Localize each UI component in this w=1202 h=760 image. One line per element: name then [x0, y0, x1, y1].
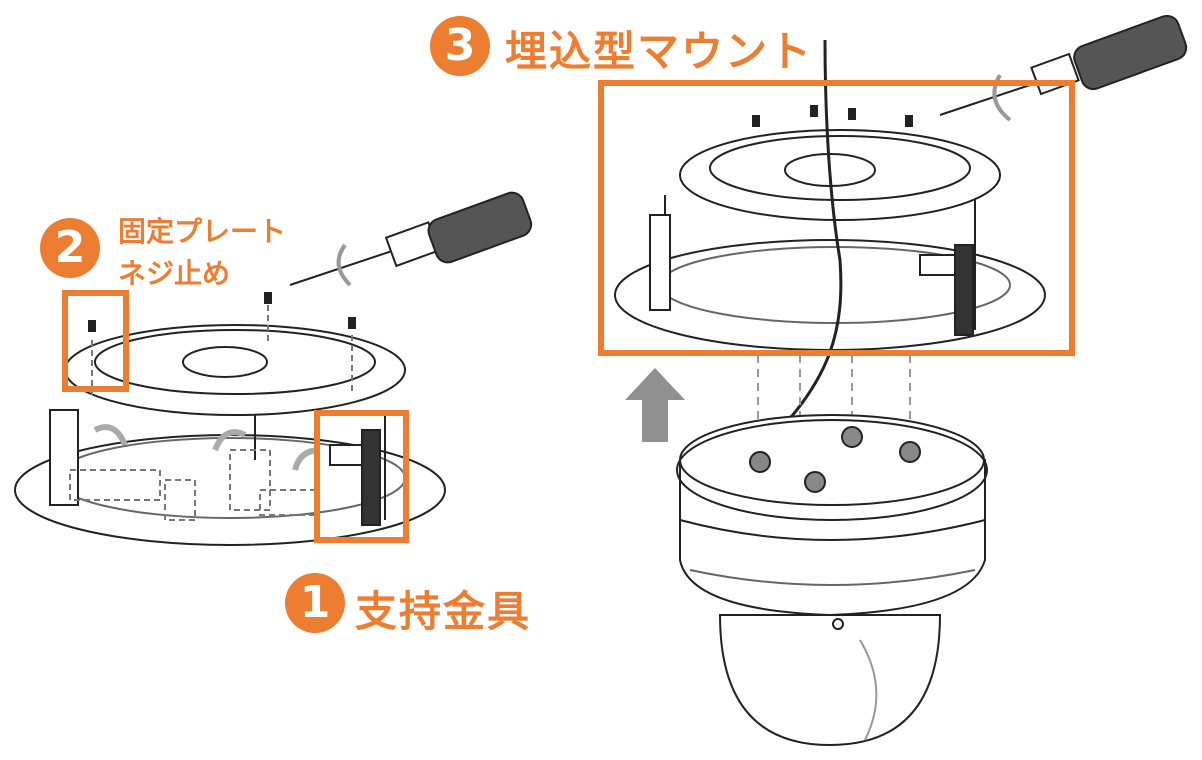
- right-recessed-mount: [614, 14, 1188, 747]
- step-2-label-line2: ネジ止め: [118, 257, 231, 290]
- left-mount-assembly: [14, 191, 533, 546]
- step-1-label: 支持金具: [355, 587, 532, 636]
- highlight-support-bracket: [314, 410, 409, 543]
- step-3-badge: 3: [430, 16, 490, 76]
- step-1-badge: 1: [285, 573, 345, 633]
- step-2-badge: 2: [40, 218, 100, 278]
- step-3-label: 埋込型マウント: [505, 27, 814, 76]
- step-2-label-line1: 固定プレート: [118, 215, 287, 248]
- up-arrow-icon: [625, 368, 685, 442]
- dome-camera: [676, 414, 988, 747]
- highlight-recessed-mount: [598, 80, 1075, 356]
- screwdriver-left: [289, 191, 533, 287]
- highlight-fixing-screw: [62, 290, 129, 392]
